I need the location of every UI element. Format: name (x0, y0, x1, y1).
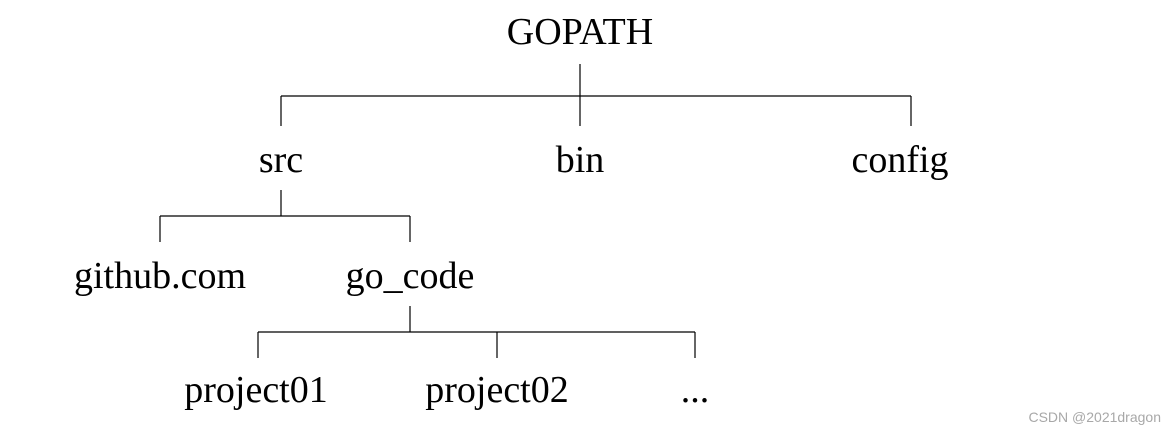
node-more: ... (681, 369, 710, 411)
node-src: src (259, 139, 303, 181)
node-github-com: github.com (74, 255, 246, 297)
node-project02: project02 (425, 369, 569, 411)
node-gopath: GOPATH (507, 11, 653, 53)
node-go-code: go_code (346, 255, 475, 297)
watermark: CSDN @2021dragon (1028, 409, 1161, 425)
tree-nodes: GOPATH src bin config github.com go_code… (74, 11, 949, 411)
node-bin: bin (556, 139, 605, 181)
node-config: config (851, 139, 948, 181)
tree-connectors (159, 64, 912, 358)
node-project01: project01 (184, 369, 328, 411)
